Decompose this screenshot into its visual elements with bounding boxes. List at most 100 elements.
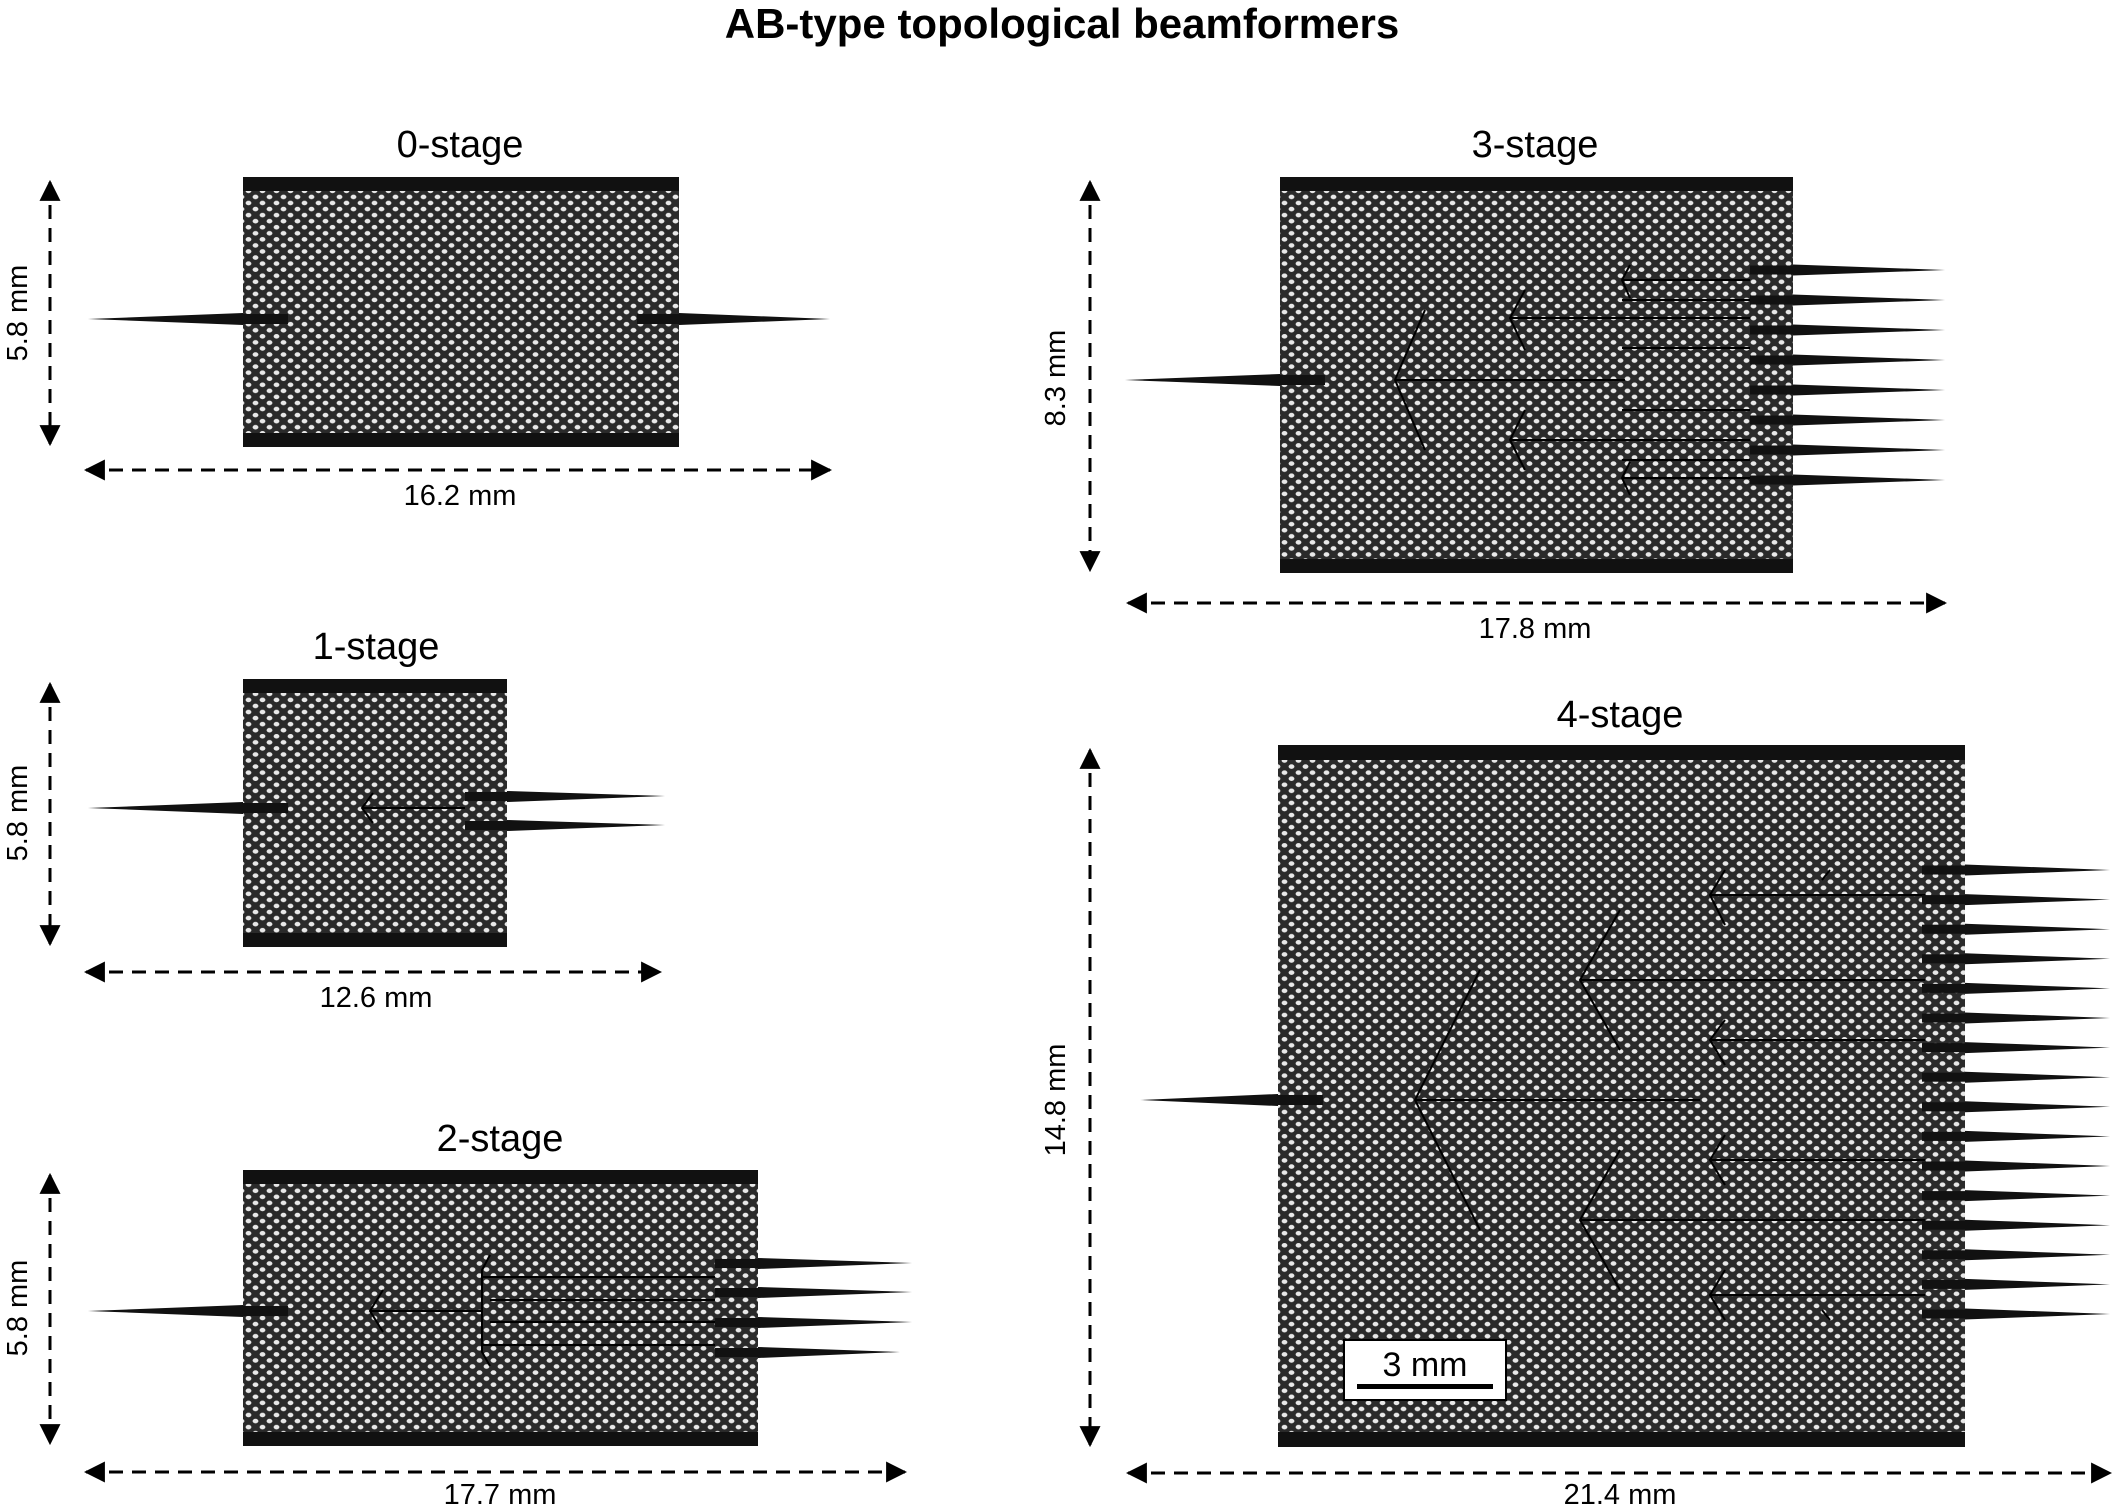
- tip-output-4-stage-14: [1965, 1249, 2110, 1261]
- width-label-3-stage: 17.8 mm: [1479, 613, 1592, 645]
- waveguide-output-4-stage-13: [1922, 1220, 1965, 1230]
- panel-title-3-stage: 3-stage: [1472, 124, 1599, 166]
- tip-output-1-stage-b: [507, 820, 665, 831]
- tip-output-1-stage-a: [507, 791, 665, 802]
- waveguide-output-1-stage-b: [465, 821, 507, 830]
- height-label-1-stage: 5.8 mm: [2, 765, 34, 862]
- tip-output-4-stage-6: [1965, 1012, 2110, 1024]
- tip-output-4-stage-10: [1965, 1130, 2110, 1142]
- width-label-0-stage: 16.2 mm: [404, 480, 517, 512]
- waveguide-input-0-stage: [243, 314, 288, 324]
- waveguide-output-4-stage-12: [1922, 1191, 1965, 1201]
- tip-output-2-stage-b: [758, 1287, 912, 1298]
- waveguide-output-2-stage-b: [715, 1288, 758, 1297]
- device-2-stage-lattice: [243, 1170, 758, 1446]
- waveguide-output-3-stage-8: [1750, 475, 1793, 485]
- height-label-2-stage: 5.8 mm: [2, 1260, 34, 1357]
- waveguide-input-3-stage: [1280, 375, 1325, 385]
- height-label-4-stage: 14.8 mm: [1040, 1044, 1072, 1157]
- outputs-3-stage: [1750, 264, 1945, 486]
- tip-input-3-stage: [1125, 374, 1280, 386]
- device-1-stage-frame-top: [243, 679, 507, 693]
- device-3-stage-lattice: [1280, 177, 1793, 573]
- waveguide-output-4-stage-16: [1922, 1309, 1965, 1319]
- device-4-stage-frame-top: [1278, 745, 1965, 760]
- tip-output-2-stage-a: [758, 1258, 912, 1269]
- waveguide-output-4-stage-5: [1922, 983, 1965, 993]
- width-label-4-stage: 21.4 mm: [1564, 1479, 1677, 1506]
- device-4-stage-lattice: [1278, 745, 1965, 1447]
- waveguide-input-1-stage: [243, 803, 288, 813]
- tip-output-4-stage-7: [1965, 1042, 2110, 1054]
- tip-output-4-stage-2: [1965, 894, 2110, 906]
- panel-0-stage: 0-stage 5.8 mm 16.2 mm: [2, 124, 833, 512]
- tip-output-3-stage-3: [1793, 324, 1945, 336]
- tip-output-0-stage: [679, 313, 830, 325]
- tip-output-4-stage-11: [1965, 1160, 2110, 1172]
- scale-bar-box: [1343, 1339, 1507, 1401]
- tip-output-3-stage-6: [1793, 414, 1945, 426]
- tip-output-3-stage-1: [1793, 264, 1945, 276]
- waveguide-output-2-stage-a: [715, 1259, 758, 1268]
- device-3-stage-frame-bottom: [1280, 559, 1793, 573]
- waveguide-output-4-stage-10: [1922, 1131, 1965, 1141]
- panel-2-stage: 2-stage 5.8 mm 17.7 mm: [2, 1118, 912, 1506]
- panel-1-stage: 1-stage 5.8 mm 12.6 mm: [2, 626, 665, 1014]
- scale-bar-line: [1357, 1384, 1493, 1389]
- waveguide-output-4-stage-1: [1922, 865, 1965, 875]
- waveguide-output-4-stage-14: [1922, 1250, 1965, 1260]
- figure-title: AB-type topological beamformers: [725, 0, 1399, 47]
- waveguide-output-4-stage-2: [1922, 895, 1965, 905]
- waveguide-output-0-stage: [637, 314, 679, 324]
- tip-output-4-stage-13: [1965, 1219, 2110, 1231]
- tip-input-1-stage: [88, 802, 243, 814]
- waveguide-output-3-stage-5: [1750, 385, 1793, 395]
- scale-bar: 3 mm: [1343, 1339, 1507, 1401]
- tip-output-4-stage-9: [1965, 1101, 2110, 1113]
- waveguide-output-4-stage-9: [1922, 1102, 1965, 1112]
- device-0-stage-frame-top: [243, 177, 679, 191]
- panel-title-0-stage: 0-stage: [397, 124, 524, 166]
- splitter-3-stage: [1393, 264, 1750, 496]
- tip-output-3-stage-8: [1793, 474, 1945, 486]
- tip-output-4-stage-12: [1965, 1190, 2110, 1202]
- waveguide-output-4-stage-4: [1922, 954, 1965, 964]
- waveguide-output-4-stage-7: [1922, 1043, 1965, 1053]
- waveguide-input-2-stage: [243, 1306, 288, 1316]
- tip-output-4-stage-3: [1965, 923, 2110, 935]
- height-label-3-stage: 8.3 mm: [1040, 330, 1072, 427]
- device-4-stage-frame-bottom: [1278, 1432, 1965, 1447]
- waveguide-output-4-stage-6: [1922, 1013, 1965, 1023]
- tip-input-2-stage: [88, 1305, 243, 1317]
- tip-output-2-stage-c: [758, 1317, 912, 1328]
- waveguide-output-3-stage-3: [1750, 325, 1793, 335]
- waveguide-output-4-stage-8: [1922, 1072, 1965, 1082]
- tip-input-0-stage: [88, 313, 243, 325]
- tip-output-4-stage-1: [1965, 864, 2110, 876]
- tip-output-4-stage-4: [1965, 953, 2110, 965]
- waveguide-output-3-stage-4: [1750, 355, 1793, 365]
- splitter-4-stage: [1413, 869, 1925, 1321]
- device-2-stage-frame-bottom: [243, 1432, 758, 1446]
- width-label-2-stage: 17.7 mm: [444, 1479, 557, 1506]
- width-label-1-stage: 12.6 mm: [320, 982, 433, 1014]
- device-2-stage-frame-top: [243, 1170, 758, 1184]
- waveguide-output-2-stage-c: [715, 1318, 758, 1327]
- waveguide-output-2-stage-d: [715, 1348, 758, 1357]
- tip-output-4-stage-16: [1965, 1308, 2110, 1320]
- waveguide-output-4-stage-11: [1922, 1161, 1965, 1171]
- waveguide-output-3-stage-6: [1750, 415, 1793, 425]
- panel-4-stage: 4-stage 14.8 mm 21.4 mm 3 mm: [1040, 694, 2113, 1506]
- tip-output-3-stage-7: [1793, 444, 1945, 456]
- tip-output-3-stage-5: [1793, 384, 1945, 396]
- waveguide-output-1-stage-a: [465, 792, 507, 801]
- tip-output-2-stage-d: [758, 1347, 900, 1358]
- panel-title-2-stage: 2-stage: [437, 1118, 564, 1160]
- outputs-4-stage: [1922, 864, 2110, 1320]
- tip-output-4-stage-5: [1965, 982, 2110, 994]
- device-3-stage-frame-top: [1280, 177, 1793, 191]
- panel-title-4-stage: 4-stage: [1557, 694, 1684, 736]
- tip-output-3-stage-4: [1793, 354, 1945, 366]
- waveguide-output-4-stage-3: [1922, 924, 1965, 934]
- waveguide-input-4-stage: [1278, 1095, 1323, 1105]
